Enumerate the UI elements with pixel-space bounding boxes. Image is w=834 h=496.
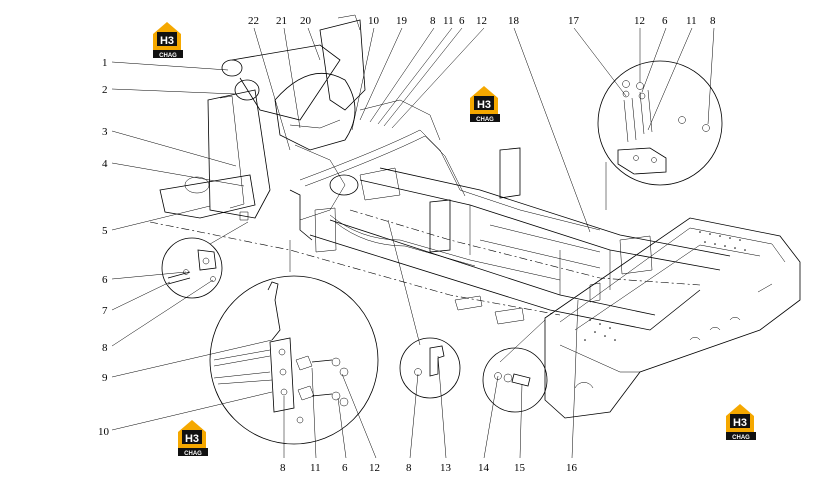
logo-watermark-top-middle: H3 CHAG bbox=[470, 86, 500, 123]
anti-slip-plate bbox=[584, 231, 746, 341]
callout-bottom-8: 8 bbox=[280, 462, 286, 474]
callout-9: 9 bbox=[102, 372, 108, 384]
logo-mark: H3 bbox=[477, 99, 491, 111]
logo-mark: H3 bbox=[185, 433, 199, 445]
callout-top-19: 19 bbox=[396, 15, 408, 27]
callout-bottom-8b: 8 bbox=[406, 462, 412, 474]
callout-top-8: 8 bbox=[430, 15, 436, 27]
logo-caption: CHAG bbox=[732, 435, 750, 441]
callout-8: 8 bbox=[102, 342, 108, 354]
callout-3: 3 bbox=[102, 126, 108, 138]
detail-circle-bolt-small bbox=[482, 319, 548, 413]
callout-top-20: 20 bbox=[300, 15, 312, 27]
callout-top-12b: 12 bbox=[634, 15, 645, 27]
logo-mark: H3 bbox=[160, 35, 174, 47]
callout-5: 5 bbox=[102, 225, 108, 237]
callout-top-11b: 11 bbox=[686, 15, 697, 27]
callout-top-6: 6 bbox=[459, 15, 465, 27]
detail-circle-fitting-block bbox=[209, 240, 379, 445]
callout-4: 4 bbox=[102, 158, 108, 170]
detail-circle-bolt bbox=[161, 221, 249, 299]
callout-top-22: 22 bbox=[248, 15, 259, 27]
frame-assembly bbox=[149, 14, 801, 419]
callout-bottom-6: 6 bbox=[342, 462, 348, 474]
logo-watermark-top-left: H3 CHAG bbox=[153, 22, 183, 59]
callout-7: 7 bbox=[102, 305, 108, 317]
callout-2: 2 bbox=[102, 84, 108, 96]
callout-top-10: 10 bbox=[368, 15, 380, 27]
callout-bottom-14: 14 bbox=[478, 462, 490, 474]
callout-top-6b: 6 bbox=[662, 15, 668, 27]
callout-6: 6 bbox=[102, 274, 108, 286]
logo-watermark-bottom-left: H3 CHAG bbox=[178, 420, 208, 457]
callout-top-17: 17 bbox=[568, 15, 580, 27]
logo-caption: CHAG bbox=[159, 53, 177, 59]
callout-top-18: 18 bbox=[508, 15, 520, 27]
logo-caption: CHAG bbox=[476, 117, 494, 123]
logo-mark: H3 bbox=[733, 417, 747, 429]
detail-circle-elbow bbox=[387, 219, 461, 399]
callout-bottom-11: 11 bbox=[310, 462, 321, 474]
callout-bottom-15: 15 bbox=[514, 462, 526, 474]
callout-bottom-16: 16 bbox=[566, 462, 578, 474]
callout-top-11: 11 bbox=[443, 15, 454, 27]
callout-top-21: 21 bbox=[276, 15, 287, 27]
logo-caption: CHAG bbox=[184, 451, 202, 457]
logo-watermark-bottom-right: H3 CHAG bbox=[726, 404, 756, 441]
callout-top-12: 12 bbox=[476, 15, 487, 27]
callout-1: 1 bbox=[102, 57, 108, 69]
detail-circle-top-right bbox=[597, 60, 723, 210]
callout-10: 10 bbox=[98, 426, 110, 438]
callout-top-8b: 8 bbox=[710, 15, 716, 27]
callout-bottom-12: 12 bbox=[369, 462, 380, 474]
callout-labels: 1 2 3 4 5 6 7 8 9 10 8 11 6 12 8 13 14 1… bbox=[98, 15, 716, 474]
leader-lines bbox=[111, 27, 715, 459]
callout-bottom-13: 13 bbox=[440, 462, 452, 474]
